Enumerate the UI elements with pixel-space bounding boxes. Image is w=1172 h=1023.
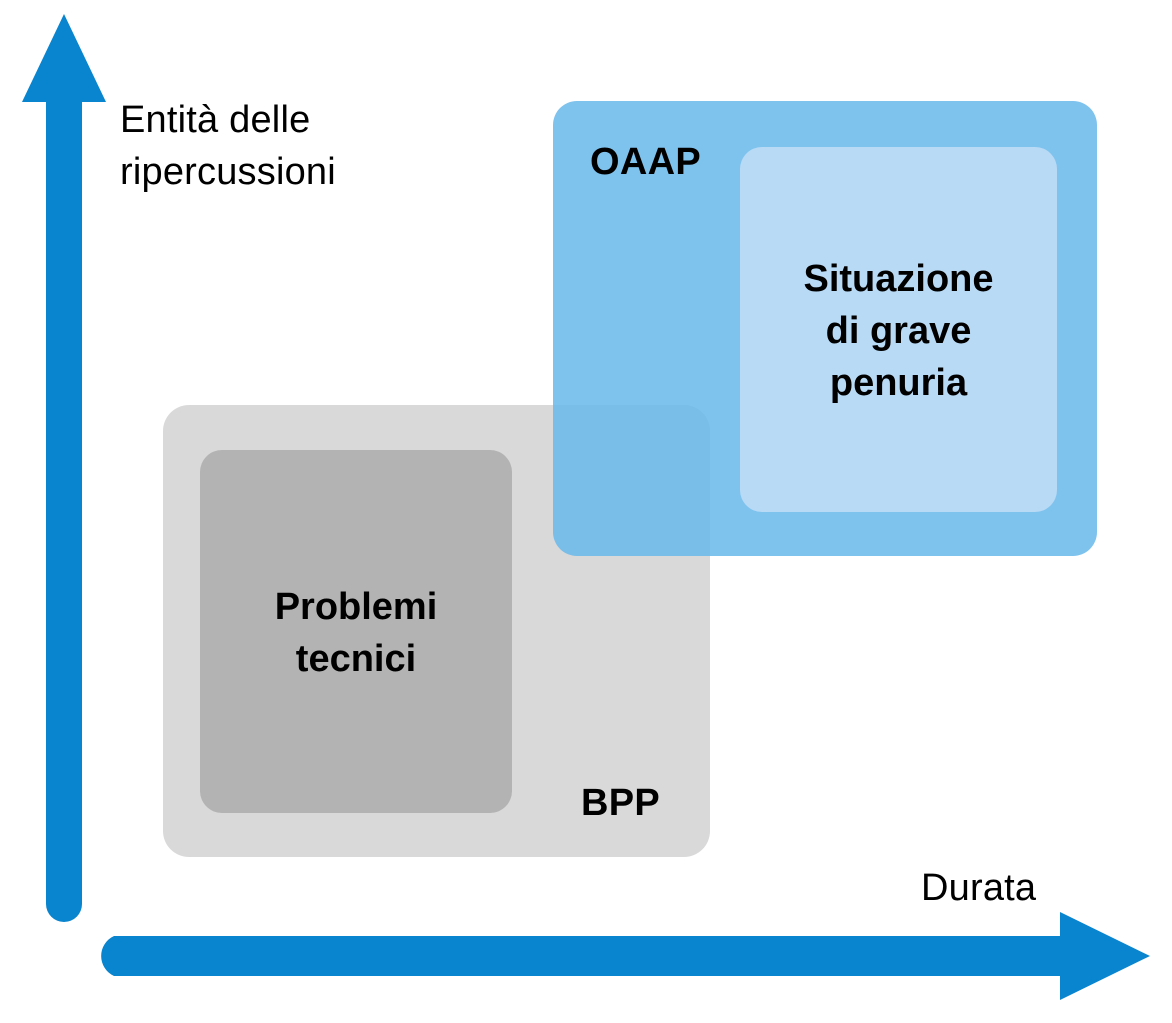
oaap-inner-label: Situazione di grave penuria <box>803 258 994 404</box>
oaap-inner-region[interactable] <box>740 147 1057 512</box>
y-axis-label: Entità delle ripercussioni <box>120 99 336 193</box>
x-axis-label: Durata <box>921 867 1037 909</box>
bpp-inner-region[interactable] <box>200 450 512 813</box>
bpp-inner-label: Problemi tecnici <box>274 586 438 680</box>
right-arrow-icon <box>101 912 1150 1000</box>
bpp-label: BPP <box>581 782 661 824</box>
up-arrow-icon <box>22 14 106 922</box>
oaap-label: OAAP <box>590 141 701 183</box>
